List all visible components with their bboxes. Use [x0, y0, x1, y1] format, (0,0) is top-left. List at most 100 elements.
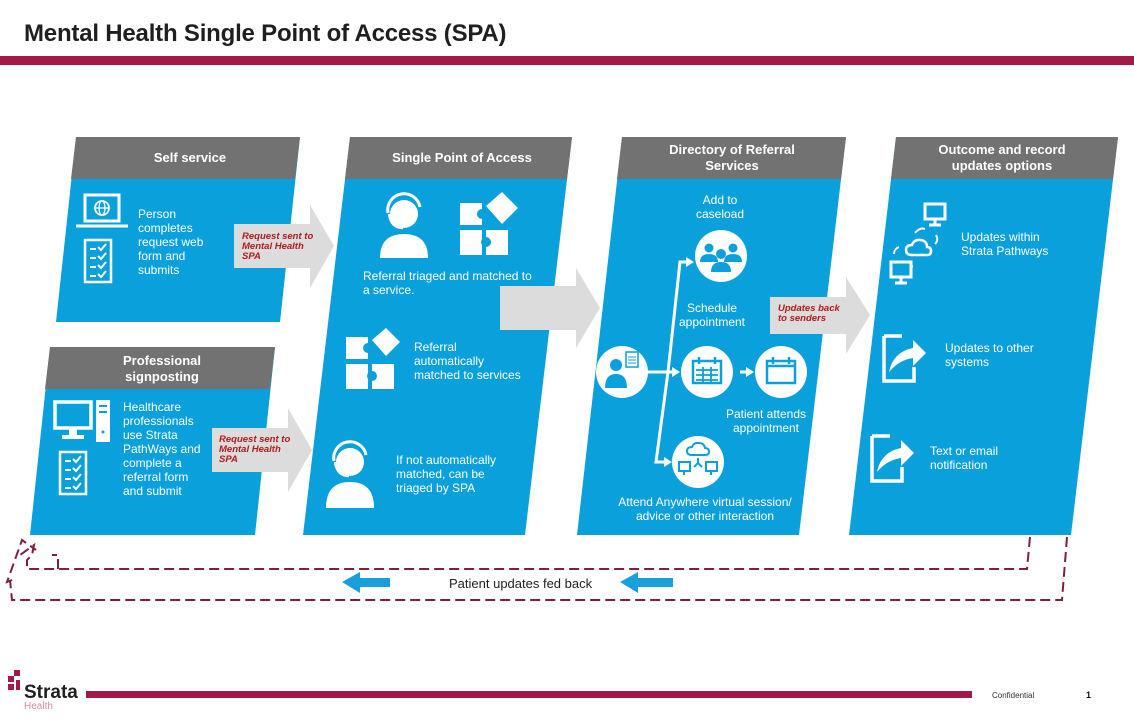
- directory-header: Directory of Referral Services: [642, 142, 822, 174]
- text-line: Person: [138, 207, 177, 221]
- feedback-arrow-right[interactable]: [620, 572, 673, 593]
- callout-line: SPA: [219, 454, 238, 465]
- text-line: and submit: [123, 484, 182, 498]
- group-people-icon: [700, 243, 742, 272]
- label-patient-attends: Patient attends appointment: [718, 407, 814, 435]
- panel-self-service-header: [71, 137, 300, 179]
- headset-agent-icon: [380, 192, 428, 258]
- self-service-description: Person completes request web form and su…: [138, 207, 203, 277]
- text-line: complete a: [123, 456, 182, 470]
- text-line: Attend Anywhere virtual session/: [618, 495, 792, 509]
- panel-professional-header: [45, 347, 275, 389]
- text-line: referral form: [123, 470, 189, 484]
- self-service-header: Self service: [153, 150, 227, 165]
- text-line: submits: [138, 263, 180, 277]
- puzzle-icon: [460, 192, 518, 255]
- text-line: systems: [945, 355, 990, 369]
- outcome-item-text-email: Text or email notification: [930, 444, 998, 472]
- text-line: completes: [138, 221, 193, 235]
- panel-self-service: [56, 137, 300, 322]
- panel-outcome: [849, 137, 1118, 535]
- outcome-item-other-systems: Updates to other systems: [945, 341, 1034, 369]
- text-line: matched, can be: [396, 467, 485, 481]
- callout-request-sent-1: Request sent to Mental Health SPA: [242, 232, 313, 262]
- flow-arrow-spa-to-directory: [500, 268, 600, 348]
- confidential-label: Confidential: [992, 691, 1035, 700]
- label-attend-anywhere: Attend Anywhere virtual session/ advice …: [600, 495, 810, 523]
- panel-professional: [30, 347, 275, 535]
- professional-description: Healthcare professionals use Strata Path…: [123, 400, 201, 498]
- callout-line: SPA: [242, 251, 261, 262]
- flow-arrow-self-to-spa: [234, 205, 334, 288]
- laptop-globe-icon: [76, 193, 128, 228]
- share-arrow-icon: [882, 334, 926, 383]
- title-divider: [0, 56, 1134, 65]
- panel-outcome-header: [891, 137, 1118, 179]
- desktop-computer-icon: [53, 400, 110, 442]
- checklist-icon: [83, 238, 113, 284]
- text-line: appointment: [732, 421, 800, 435]
- share-arrow-icon: [870, 434, 914, 483]
- arrowheads: [664, 257, 754, 467]
- spa-header: Single Point of Access: [392, 150, 532, 165]
- virtual-network-icon: [678, 441, 718, 475]
- outcome-header: Outcome and record updates options: [912, 142, 1092, 174]
- text-line: triaged by SPA: [396, 481, 476, 495]
- callout-updates-back: Updates back to senders: [778, 304, 840, 324]
- flow-arrow-directory-to-outcome: [770, 277, 870, 354]
- text-line: Text or email: [930, 444, 999, 458]
- text-line: notification: [930, 458, 988, 472]
- panel-spa-header: [345, 137, 572, 179]
- callout-line: Mental Health: [242, 241, 304, 252]
- label-add-to-caseload: Add to caseload: [680, 193, 760, 221]
- text-line: a service.: [363, 283, 415, 297]
- text-line: professionals: [123, 414, 194, 428]
- outcome-header-line1: Outcome and record: [938, 142, 1066, 157]
- feedback-loop: [5, 536, 1068, 601]
- page-title: Mental Health Single Point of Access (SP…: [24, 20, 507, 47]
- text-line: appointment: [678, 315, 746, 329]
- checklist-icon: [58, 450, 88, 496]
- callout-line: Request sent to: [219, 434, 291, 445]
- callout-request-sent-2: Request sent to Mental Health SPA: [219, 435, 290, 465]
- text-line: Strata Pathways: [961, 244, 1049, 258]
- flow-arrow-prof-to-spa: [212, 408, 312, 492]
- text-line: advice or other interaction: [635, 509, 775, 523]
- puzzle-icon: [346, 328, 400, 389]
- text-line: Healthcare: [123, 400, 182, 414]
- text-line: Referral: [414, 340, 457, 354]
- professional-header-line2: signposting: [125, 369, 199, 384]
- text-line: Referral triaged and matched to: [363, 269, 532, 283]
- feedback-label: Patient updates fed back: [449, 576, 593, 591]
- calendar-icon: [765, 357, 797, 385]
- spa-item-manual-triage: If not automatically matched, can be tri…: [396, 453, 496, 495]
- text-line: Updates within: [961, 230, 1040, 244]
- label-schedule-appointment: Schedule appointment: [668, 301, 756, 329]
- panel-directory: [577, 137, 846, 535]
- footer-divider: [86, 691, 972, 698]
- professional-header: Professional signposting: [82, 353, 242, 385]
- clinician-document-icon: [605, 351, 639, 388]
- outcome-header-line2: updates options: [951, 158, 1053, 173]
- cloud-sync-icon: [889, 202, 947, 285]
- outcome-item-strata: Updates within Strata Pathways: [961, 230, 1048, 258]
- clinician-circle: [596, 346, 648, 398]
- text-line: If not automatically: [396, 453, 497, 467]
- text-line: Schedule: [686, 301, 738, 315]
- directory-header-line1: Directory of Referral: [669, 142, 795, 157]
- page-number: 1: [1086, 690, 1092, 700]
- callout-line: to senders: [778, 313, 827, 324]
- logo-wordmark: Strata: [24, 682, 78, 703]
- text-line: Updates to other: [945, 341, 1034, 355]
- text-line: use Strata: [123, 428, 178, 442]
- text-line: Patient attends: [725, 407, 807, 421]
- text-line: request web: [138, 235, 204, 249]
- callout-line: Request sent to: [242, 231, 314, 242]
- feedback-arrow-left[interactable]: [342, 572, 390, 593]
- text-line: form and: [138, 249, 186, 263]
- callout-line: Updates back: [778, 303, 840, 314]
- text-line: Add to: [702, 193, 738, 207]
- strata-logo-mark: [8, 670, 20, 690]
- spa-item-triaged: Referral triaged and matched to a servic…: [363, 269, 532, 297]
- panel-directory-header: [617, 137, 846, 179]
